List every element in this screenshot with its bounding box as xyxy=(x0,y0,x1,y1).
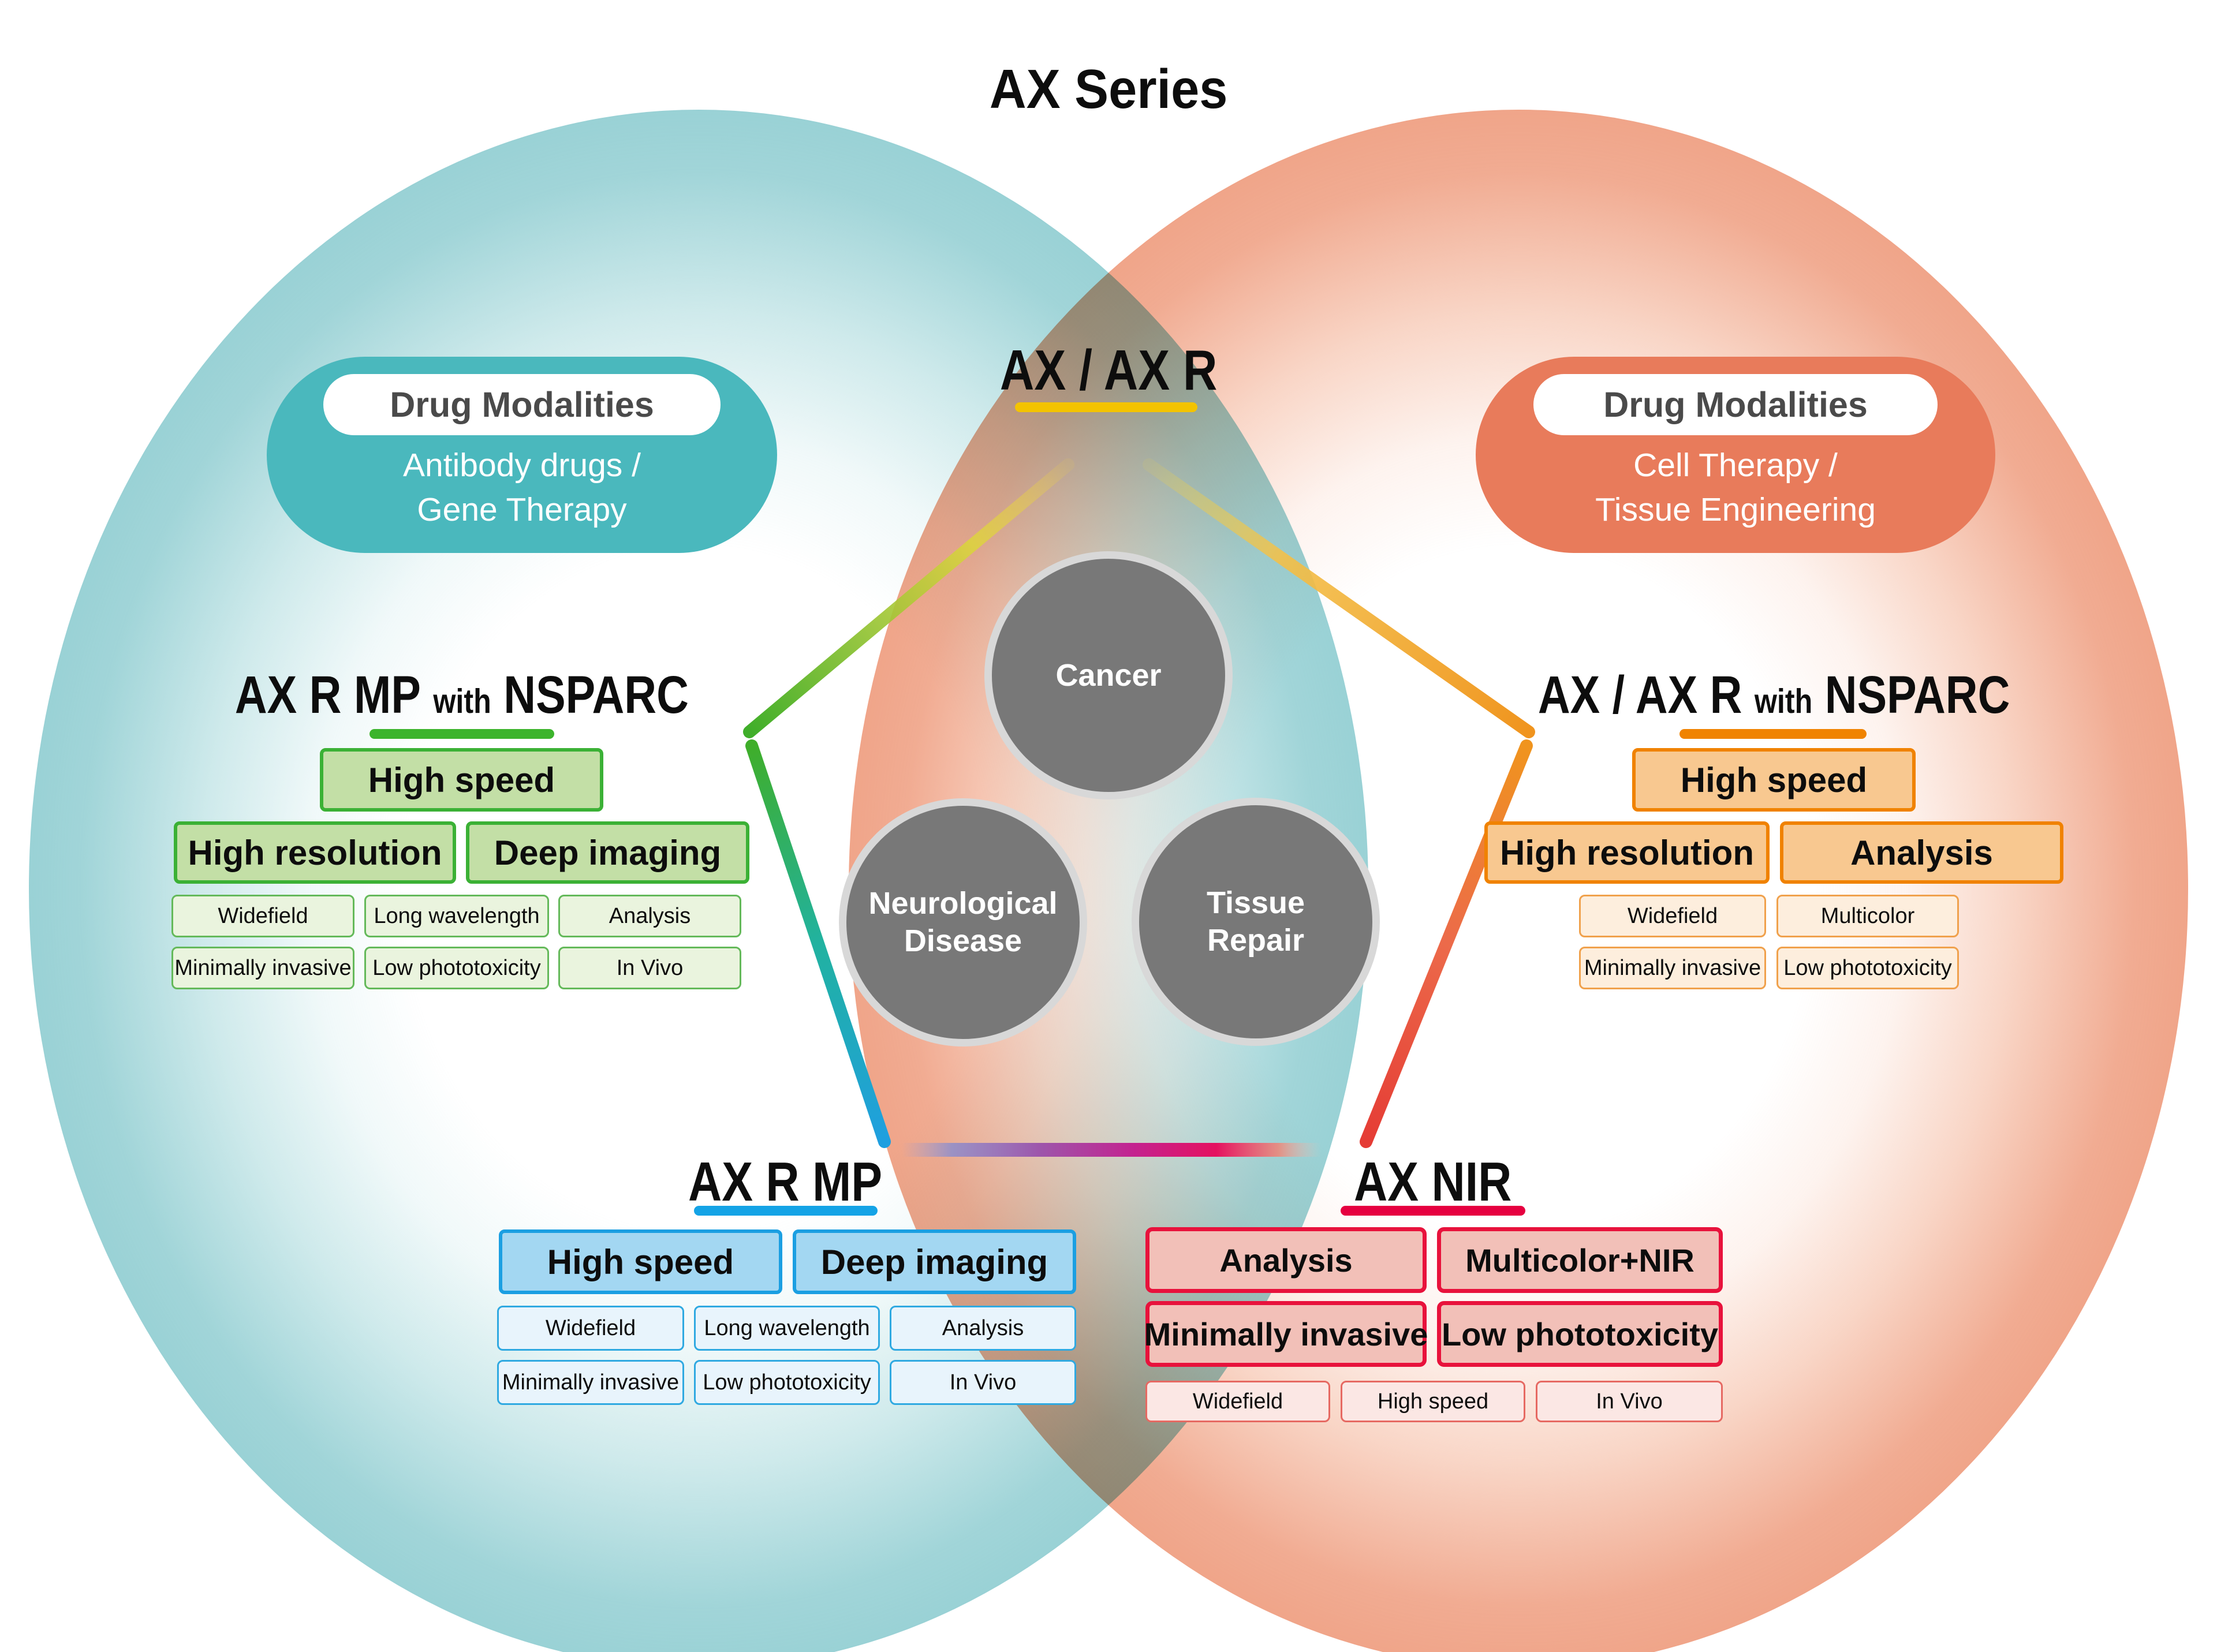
left-feature-high-resolution: High resolution xyxy=(174,821,456,884)
bottom-right-feature-minimally-invasive: Minimally invasive xyxy=(1144,1301,1428,1367)
right-feature-analysis: Analysis xyxy=(1780,821,2063,884)
bottom-right-feature-high-speed: High speed xyxy=(1341,1381,1525,1422)
bottom-left-feature-minimally-invasive: Minimally invasive xyxy=(497,1360,684,1405)
left-feature-minimally-invasive: Minimally invasive xyxy=(171,947,354,989)
right-bubble-body: Cell Therapy / Tissue Engineering xyxy=(1595,443,1876,532)
circle-tissue-label-line1: Tissue xyxy=(1206,885,1305,921)
right-group-underline xyxy=(1679,729,1867,739)
circle-tissue-label-line2: Repair xyxy=(1207,923,1305,958)
right-feature-low-phototoxicity: Low phototoxicity xyxy=(1776,947,1959,989)
bottom-left-feature-in-vivo: In Vivo xyxy=(890,1360,1076,1405)
bottom-left-feature-analysis: Analysis xyxy=(890,1306,1076,1351)
right-feature-multicolor: Multicolor xyxy=(1776,895,1959,937)
left-feature-widefield: Widefield xyxy=(171,895,354,937)
bottom-right-group-underline xyxy=(1341,1206,1525,1216)
edge-top-right-line xyxy=(1143,458,1535,738)
bottom-left-feature-low-phototoxicity: Low phototoxicity xyxy=(694,1360,880,1405)
left-bubble-body: Antibody drugs / Gene Therapy xyxy=(403,443,641,532)
right-feature-high-resolution: High resolution xyxy=(1484,821,1770,884)
bottom-right-feature-multicolor-nir: Multicolor+NIR xyxy=(1437,1227,1723,1293)
right-feature-high-speed: High speed xyxy=(1632,748,1916,812)
left-feature-deep-imaging: Deep imaging xyxy=(466,821,749,884)
left-feature-in-vivo: In Vivo xyxy=(558,947,741,989)
left-group-underline xyxy=(370,729,554,739)
bottom-right-feature-low-phototoxicity: Low phototoxicity xyxy=(1437,1301,1723,1367)
edge-left-line xyxy=(745,739,891,1148)
circle-neuro-label-line1: Neurological xyxy=(868,886,1058,921)
product-right-title-sub: NSPARC xyxy=(1825,666,2010,724)
right-feature-widefield: Widefield xyxy=(1579,895,1766,937)
edge-right-line xyxy=(1360,739,1533,1148)
product-right-heading-text: AX / AX R with NSPARC xyxy=(1538,668,2010,722)
product-right-title-main: AX / AX R xyxy=(1538,666,1742,724)
left-feature-high-speed: High speed xyxy=(320,748,603,812)
product-left-title-main: AX R MP xyxy=(234,666,421,724)
circle-tissue-repair: Tissue Repair xyxy=(1132,798,1380,1046)
ax-axr-underline xyxy=(1015,402,1197,412)
left-bubble-title-pill: Drug Modalities xyxy=(323,374,721,435)
left-drug-modalities-bubble: Drug Modalities Antibody drugs / Gene Th… xyxy=(267,357,777,553)
left-bubble-line1: Antibody drugs / xyxy=(403,447,641,484)
right-bubble-title: Drug Modalities xyxy=(1603,385,1868,424)
right-drug-modalities-bubble: Drug Modalities Cell Therapy / Tissue En… xyxy=(1476,357,1995,553)
left-feature-long-wavelength: Long wavelength xyxy=(364,895,549,937)
right-bubble-line2: Tissue Engineering xyxy=(1595,491,1876,528)
product-bottom-right-heading-text: AX NIR xyxy=(1354,1151,1512,1213)
product-left-heading-text: AX R MP with NSPARC xyxy=(235,668,689,722)
circle-neuro-label-line2: Disease xyxy=(904,924,1022,958)
product-left-title-sub: NSPARC xyxy=(503,666,689,724)
bottom-right-feature-widefield: Widefield xyxy=(1145,1381,1330,1422)
bottom-left-group-underline xyxy=(694,1206,878,1216)
bottom-right-feature-in-vivo: In Vivo xyxy=(1536,1381,1723,1422)
product-top-heading-text: AX / AX R xyxy=(999,338,1218,402)
circle-cancer: Cancer xyxy=(984,551,1233,799)
bottom-left-feature-high-speed: High speed xyxy=(499,1229,782,1294)
product-bottom-left-heading: AX R MP xyxy=(554,1154,1016,1210)
left-feature-analysis: Analysis xyxy=(558,895,741,937)
product-right-title-with: with xyxy=(1755,682,1813,720)
bottom-left-feature-widefield: Widefield xyxy=(497,1306,684,1351)
product-bottom-right-heading: AX NIR xyxy=(1202,1154,1664,1210)
edge-top-left-line xyxy=(743,458,1074,738)
product-top-heading: AX / AX R xyxy=(878,342,1339,398)
left-feature-low-phototoxicity: Low phototoxicity xyxy=(364,947,549,989)
product-bottom-left-heading-text: AX R MP xyxy=(688,1151,883,1213)
right-bubble-title-pill: Drug Modalities xyxy=(1533,374,1938,435)
right-bubble-line1: Cell Therapy / xyxy=(1633,447,1838,484)
product-right-heading: AX / AX R with NSPARC xyxy=(1486,668,2063,722)
product-left-title-with: with xyxy=(433,682,491,720)
right-feature-minimally-invasive: Minimally invasive xyxy=(1579,947,1766,989)
circle-cancer-label: Cancer xyxy=(1055,657,1162,693)
left-bubble-title: Drug Modalities xyxy=(390,385,654,424)
circle-neurological-disease: Neurological Disease xyxy=(839,798,1087,1046)
product-left-heading: AX R MP with NSPARC xyxy=(173,668,751,722)
bottom-left-feature-long-wavelength: Long wavelength xyxy=(694,1306,880,1351)
bottom-left-feature-deep-imaging: Deep imaging xyxy=(793,1229,1076,1294)
bottom-right-feature-analysis: Analysis xyxy=(1145,1227,1427,1293)
diagram-title-text: AX Series xyxy=(989,58,1228,120)
left-bubble-line2: Gene Therapy xyxy=(417,491,627,528)
diagram-title: AX Series xyxy=(820,58,1397,121)
